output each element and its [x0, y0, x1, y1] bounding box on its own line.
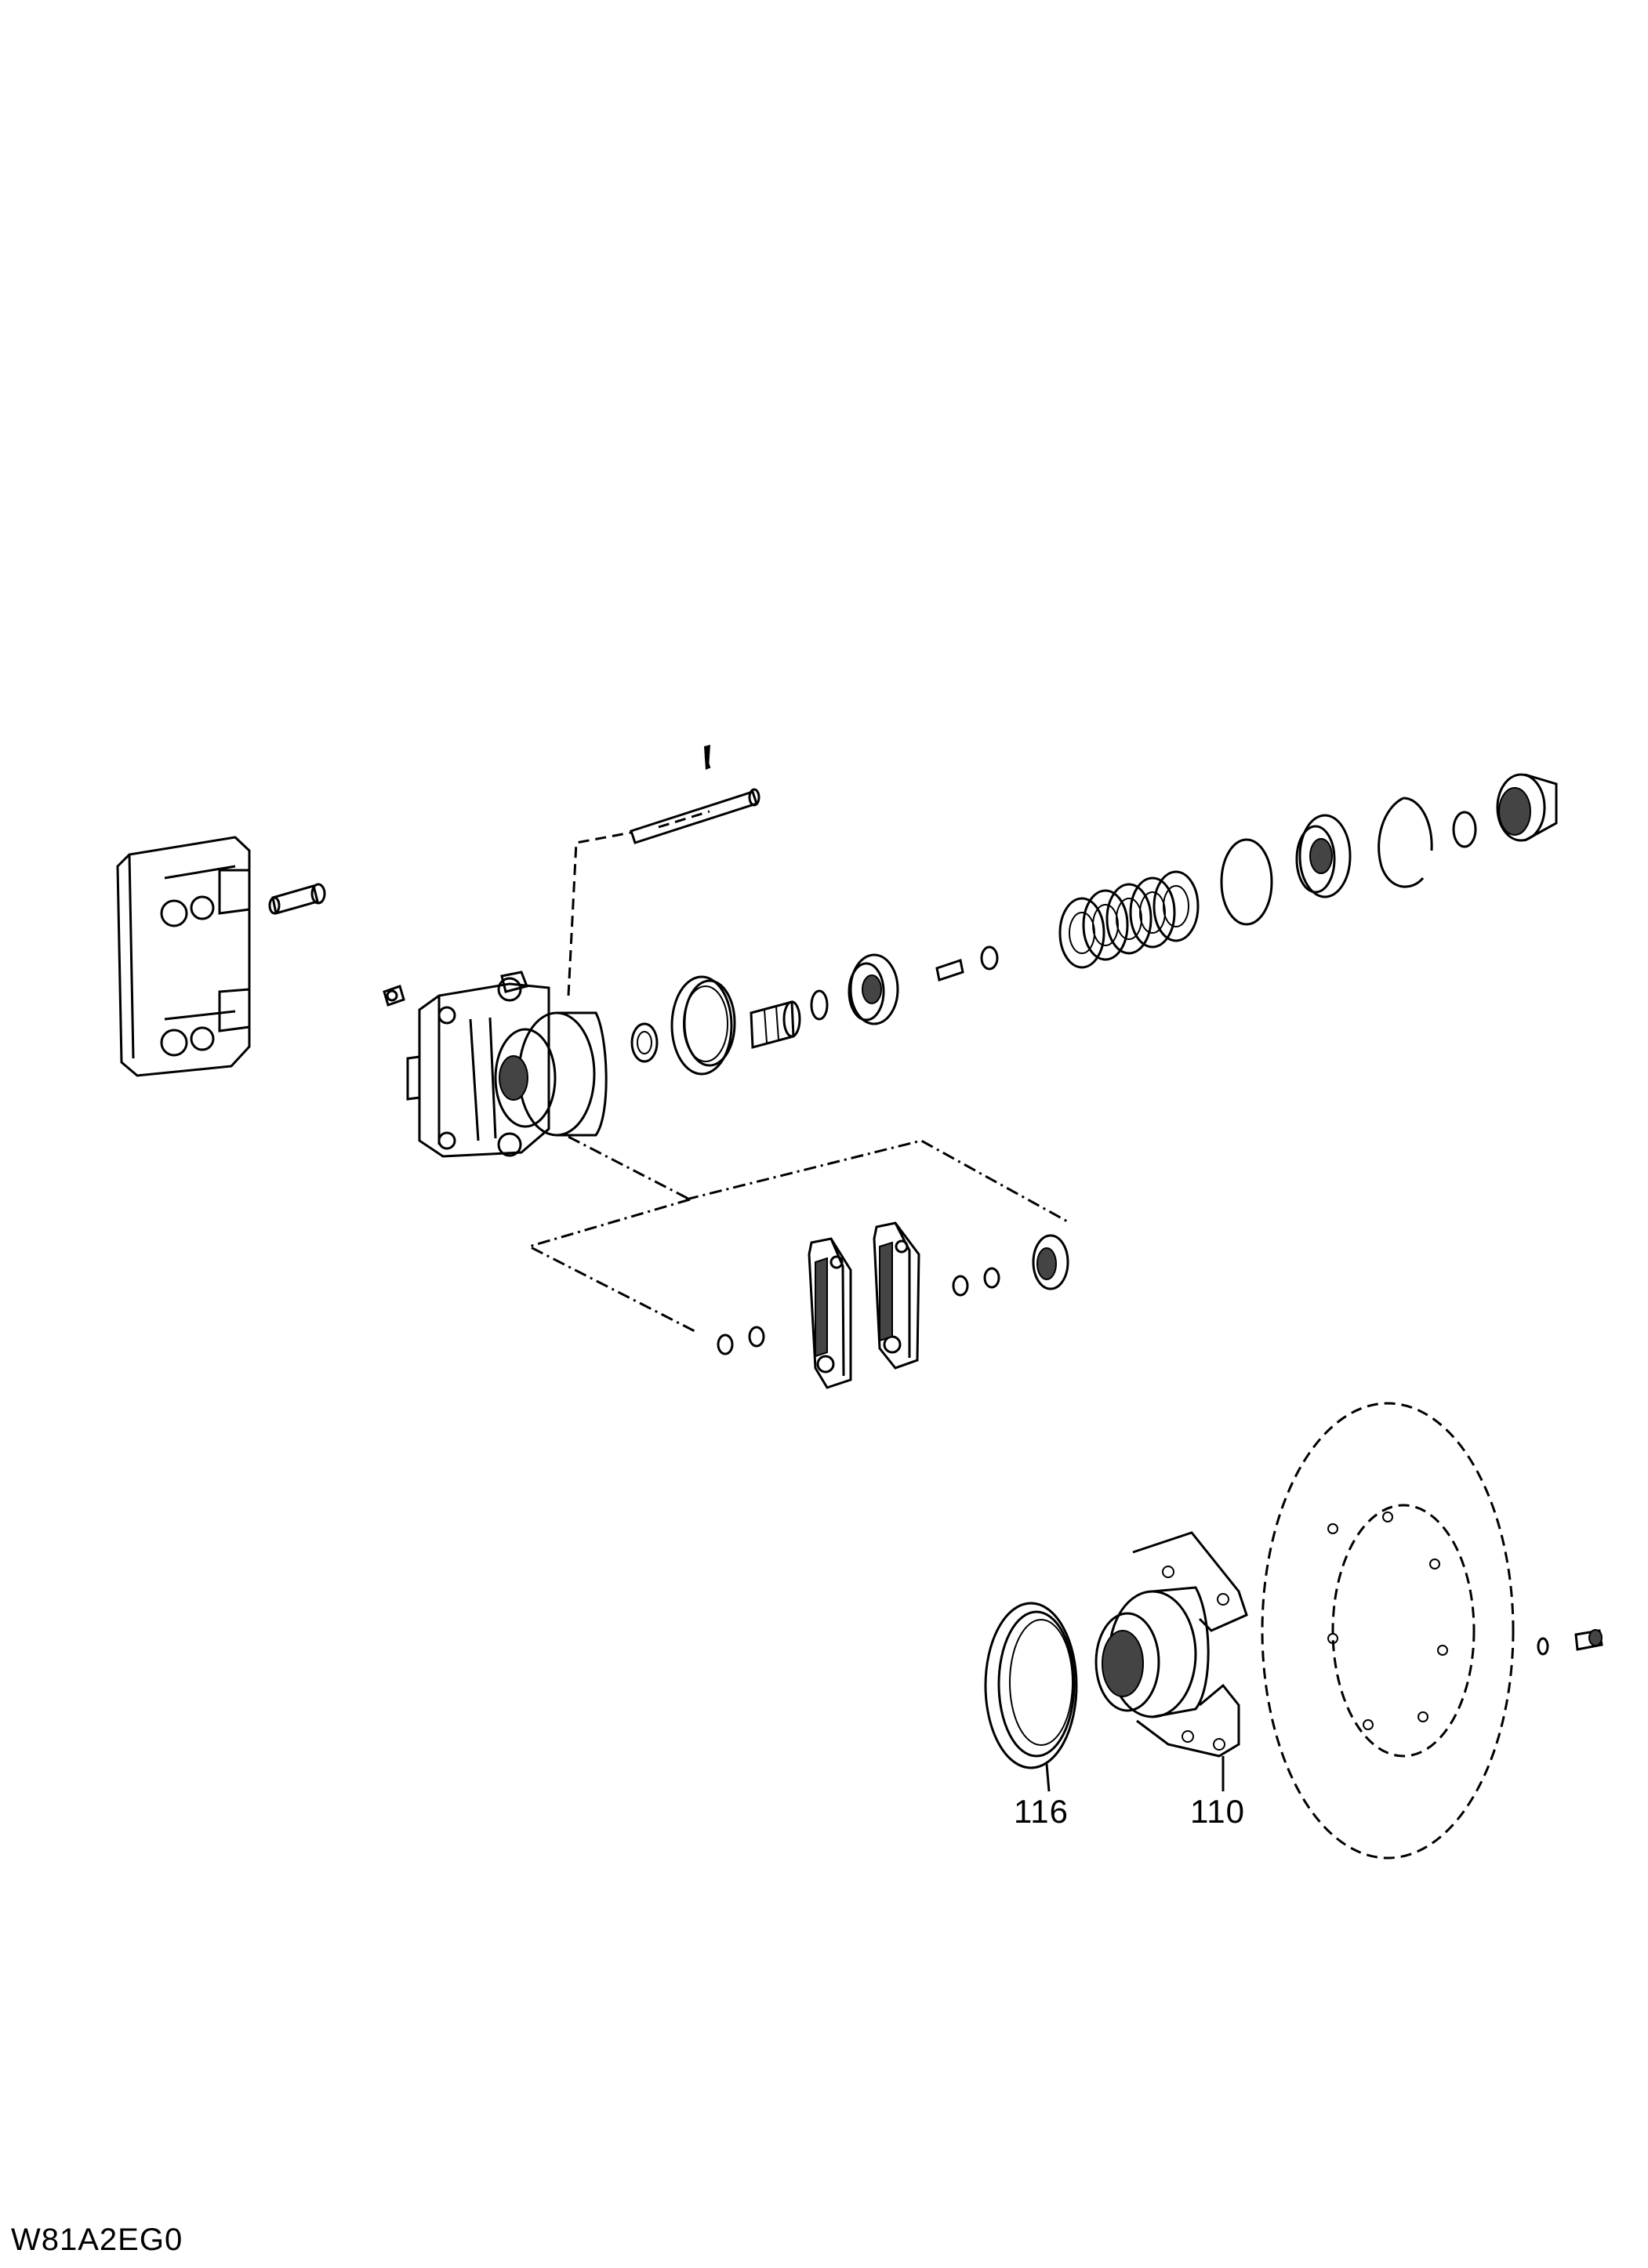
seal-ring-116 [984, 1602, 1078, 1769]
pin-dash [658, 810, 710, 829]
callout-116-label: 116 [1014, 1793, 1069, 1830]
pad-leader-2 [685, 1139, 1071, 1225]
brake-pad-right [873, 1221, 920, 1370]
bracket-bolt [268, 883, 326, 915]
piston-seal-large [670, 975, 736, 1076]
gear-nut [1496, 773, 1558, 842]
disc-spring-pack [1058, 870, 1200, 969]
guide-pin [630, 745, 760, 844]
caliper-bracket [116, 836, 251, 1077]
pad-pin-pair-left [717, 1326, 765, 1355]
disc-bolt [1537, 1629, 1603, 1656]
brake-pad-left [808, 1237, 852, 1389]
spring-small [935, 945, 999, 982]
pad-leader-1 [568, 1135, 691, 1201]
caliper-housing [406, 971, 608, 1158]
retaining-ring-1 [1220, 838, 1273, 926]
pad-leader-3 [525, 1198, 699, 1334]
bleed-screw [383, 985, 405, 1007]
brake-disc [1261, 1402, 1515, 1860]
leader-pin [567, 831, 632, 996]
leader-116 [1045, 1763, 1051, 1792]
piston-ring [810, 989, 829, 1021]
circlip [1378, 797, 1433, 888]
pad-pin-pair-right [952, 1267, 1000, 1297]
adjuster-nut [848, 953, 899, 1025]
bearing-unit [1295, 814, 1352, 898]
piston [750, 1000, 801, 1049]
drawing-code-label: W81A2EG0 [11, 2223, 183, 2257]
callout-110-label: 110 [1190, 1793, 1245, 1830]
small-ring [1452, 811, 1477, 848]
pad-adjuster [1032, 1234, 1069, 1290]
piston-small-ring [630, 1022, 659, 1063]
wheel-hub-110 [1094, 1531, 1248, 1758]
